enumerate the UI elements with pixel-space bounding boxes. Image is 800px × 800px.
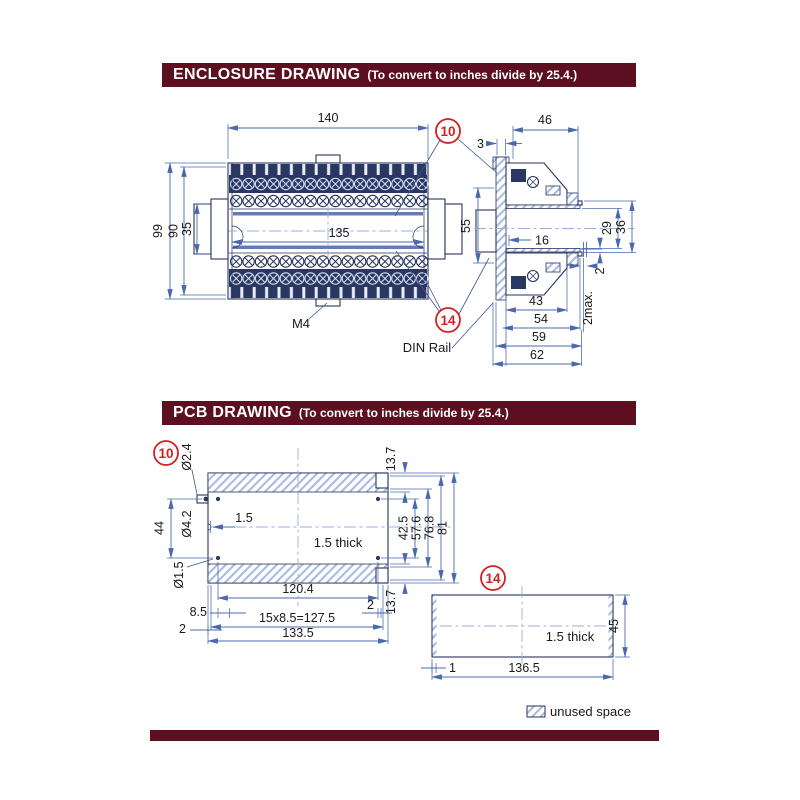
dim-hole-top: Ø2.4 [180,443,194,470]
dim-43: 43 [529,294,543,308]
callout-circle-pcb10 [153,440,179,466]
dim-band-top: 13.7 [384,447,398,471]
terminal-band-bottom [229,269,427,287]
din-ear-left-inner [210,198,229,260]
callout-circle-pcb14 [480,565,506,591]
dim-front-inner-height: 90 [167,224,181,238]
pcb-header-subtitle: (To convert to inches divide by 25.4.) [298,406,509,420]
m4-tab [315,298,341,307]
dim-62: 62 [530,348,544,362]
callout-10: 10 [440,124,455,139]
callout-pcb10: 10 [158,446,173,461]
screw-row-1 [229,177,429,191]
dim-side-depth: 46 [538,113,552,127]
dim-protrusion: 2max. [581,291,595,325]
pcb10-notch-top [375,472,389,489]
dim-w2: 133.5 [282,626,313,640]
dim-boss: 36 [614,220,628,234]
pcb10-hole [375,496,381,502]
din-ear-right-inner [427,198,446,260]
dim-54: 54 [534,312,548,326]
pcb14-unused-right [608,595,613,657]
dim-plate-thickness: 3 [477,137,484,151]
dim-pitch: 15x8.5=127.5 [259,611,335,625]
dim-bore: 29 [600,221,614,235]
callout-circle-14 [435,307,461,333]
callout-14: 14 [440,313,456,328]
pcb-header-title: PCB DRAWING [173,404,292,421]
dim-v3: 76.8 [423,516,437,540]
dim-din-width: 35 [180,222,194,236]
dim-v1: 42.5 [397,516,411,540]
pcb10-hole [215,555,221,561]
dim-margin-15: 1.5 [235,511,252,525]
screw-row-3 [229,255,429,268]
dim-front-height: 99 [151,224,165,238]
enclosure-side-view: 46 3 55 16 29 36 2 [459,113,636,367]
top-tab [315,154,341,164]
callout-circle-10 [435,118,461,144]
dim-edge-l: 2 [179,622,186,636]
pcb-board-14: 14 1.5 thick 45 1 136.5 [421,565,630,680]
dim-wall: 2 [593,267,607,274]
label-din-rail: DIN Rail [403,340,452,355]
callout-pcb14: 14 [485,571,501,586]
pcb14-note: 1.5 thick [546,629,595,644]
dim-pcb14-w: 136.5 [508,661,539,675]
legend-label: unused space [550,704,631,719]
din-ear-right-outer [444,203,463,255]
pcb10-hole [375,555,381,561]
dim-pcb14-h: 45 [607,619,621,633]
pcb10-notch-bottom [375,567,389,584]
pcb14-edge-band [233,245,423,249]
pcb-board-10: 10 1.5 thick Ø2.4 44 Ø4.2 Ø1 [153,440,459,644]
dim-v2: 57.6 [410,516,424,540]
channel-wall-top [505,204,581,209]
d-notch-left [231,225,244,249]
dim-edge-r: 2 [367,598,374,612]
dim-front-width: 140 [318,111,339,125]
dim-side-face: 55 [459,219,473,233]
dim-hole-small: Ø1.5 [172,561,186,588]
dim-hole-mid: Ø4.2 [180,510,194,537]
terminal-comb-top [229,164,427,175]
pcb10-hole-tab [203,496,209,502]
enclosure-header-subtitle: (To convert to inches divide by 25.4.) [367,68,578,82]
unused-space-swatch [526,705,546,718]
screw-row-2 [229,194,429,208]
dim-slot: 16 [535,234,549,248]
pcb10-edge-hole [207,523,212,531]
pcb-drawing-header: PCB DRAWING (To convert to inches divide… [162,401,636,425]
dim-59: 59 [532,330,546,344]
dim-front-inner-width: 135 [329,226,350,240]
pcb10-note: 1.5 thick [314,535,363,550]
dim-pitch-start: 8.5 [190,605,207,619]
d-notch-right [412,225,425,249]
enclosure-drawing-header: ENCLOSURE DRAWING (To convert to inches … [162,63,636,87]
footer-bar [150,730,659,741]
din-lock-ear [475,209,497,253]
dim-pcb14-margin: 1 [449,661,456,675]
enclosure-callouts: 10 14 DIN Rail [394,118,498,355]
label-m4: M4 [292,316,310,331]
legend: unused space [526,704,631,719]
pcb14-unused-left [432,595,437,657]
terminal-band-top [229,175,427,193]
enclosure-front-view: 140 99 90 35 135 M4 [151,111,463,331]
dim-band-bottom: 13.7 [384,590,398,614]
pcb10-hole [215,496,221,502]
dim-v4: 81 [436,521,450,535]
terminal-comb-bottom [229,287,427,298]
enclosure-header-title: ENCLOSURE DRAWING [173,66,361,83]
channel-wall-bottom [505,248,581,253]
dim-w1: 120.4 [282,582,313,596]
dim-44: 44 [153,521,167,535]
